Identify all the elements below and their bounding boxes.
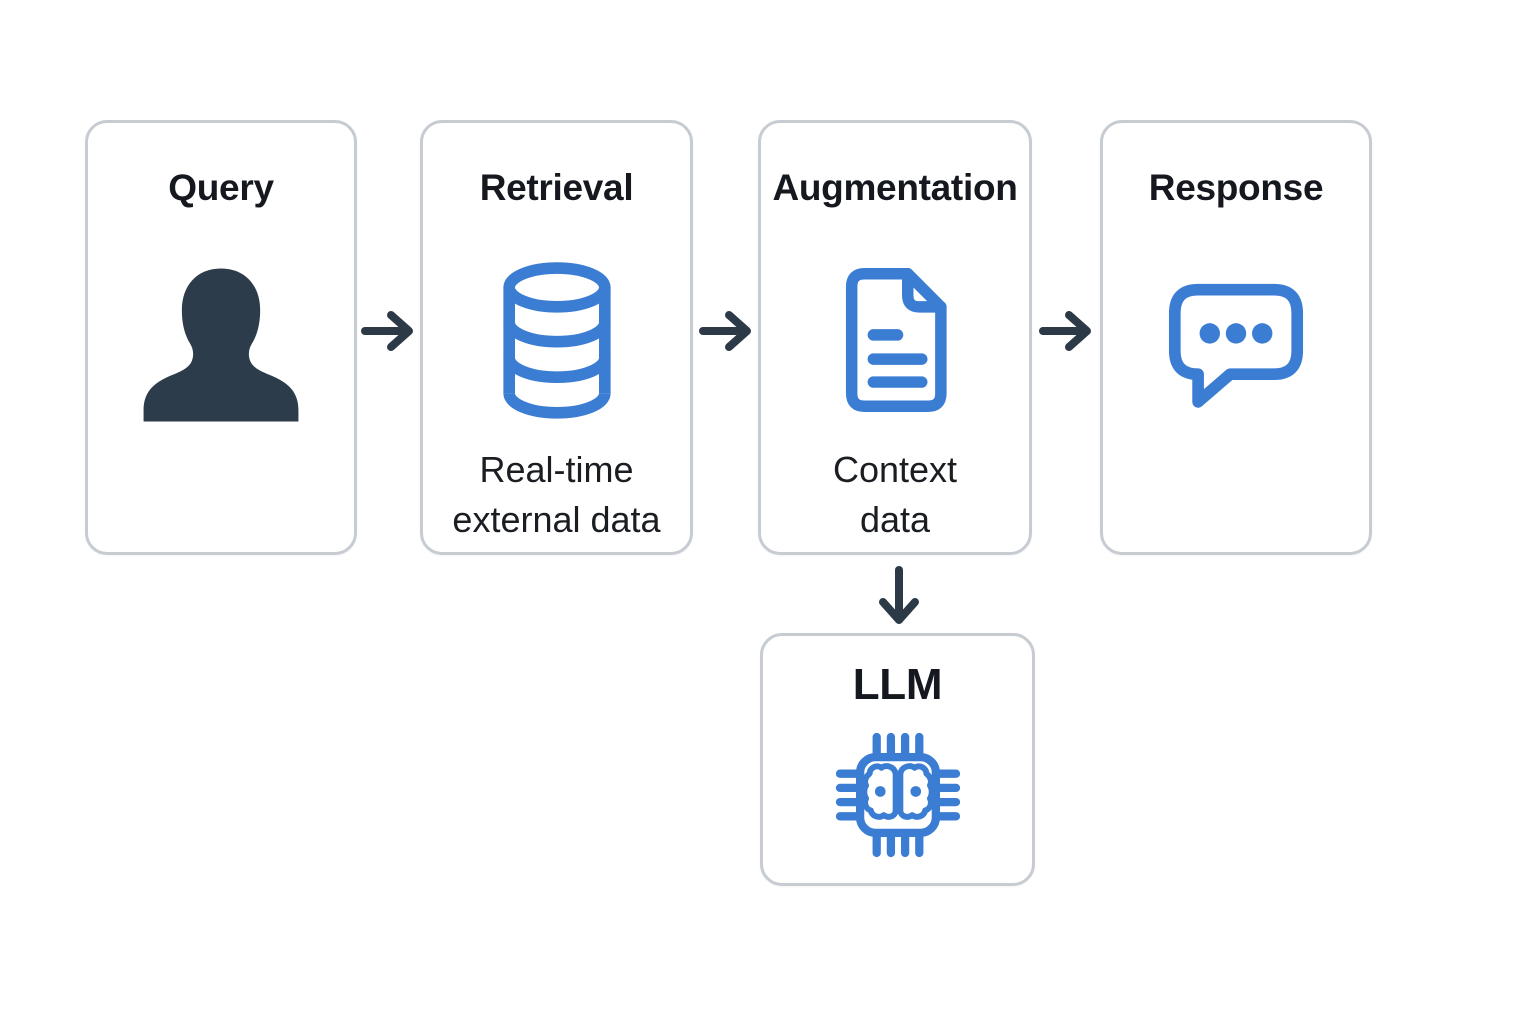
node-query-title: Query	[168, 167, 274, 208]
node-response-title: Response	[1148, 167, 1324, 208]
node-retrieval-subtitle: Real-time external data	[452, 449, 661, 540]
node-retrieval: Retrieval Real-time external data	[420, 120, 693, 555]
user-silhouette-icon	[88, 256, 354, 434]
node-response: Response	[1100, 120, 1372, 555]
arrow-augmentation-to-llm-icon	[876, 565, 922, 634]
chip-brain-icon	[763, 724, 1032, 866]
node-augmentation-subtitle: Context data	[832, 449, 958, 540]
node-query: Query	[85, 120, 357, 555]
chat-bubble-icon	[1103, 278, 1369, 415]
document-icon	[761, 261, 1029, 419]
arrow-retrieval-to-augmentation-icon	[698, 308, 756, 359]
arrow-query-to-retrieval-icon	[360, 308, 418, 359]
node-retrieval-title: Retrieval	[479, 167, 634, 208]
node-augmentation: Augmentation Context data	[758, 120, 1032, 555]
node-llm-title: LLM	[852, 660, 943, 709]
database-icon	[423, 259, 690, 427]
node-llm: LLM	[760, 633, 1035, 886]
arrow-augmentation-to-response-icon	[1038, 308, 1096, 359]
node-augmentation-title: Augmentation	[772, 167, 1018, 208]
